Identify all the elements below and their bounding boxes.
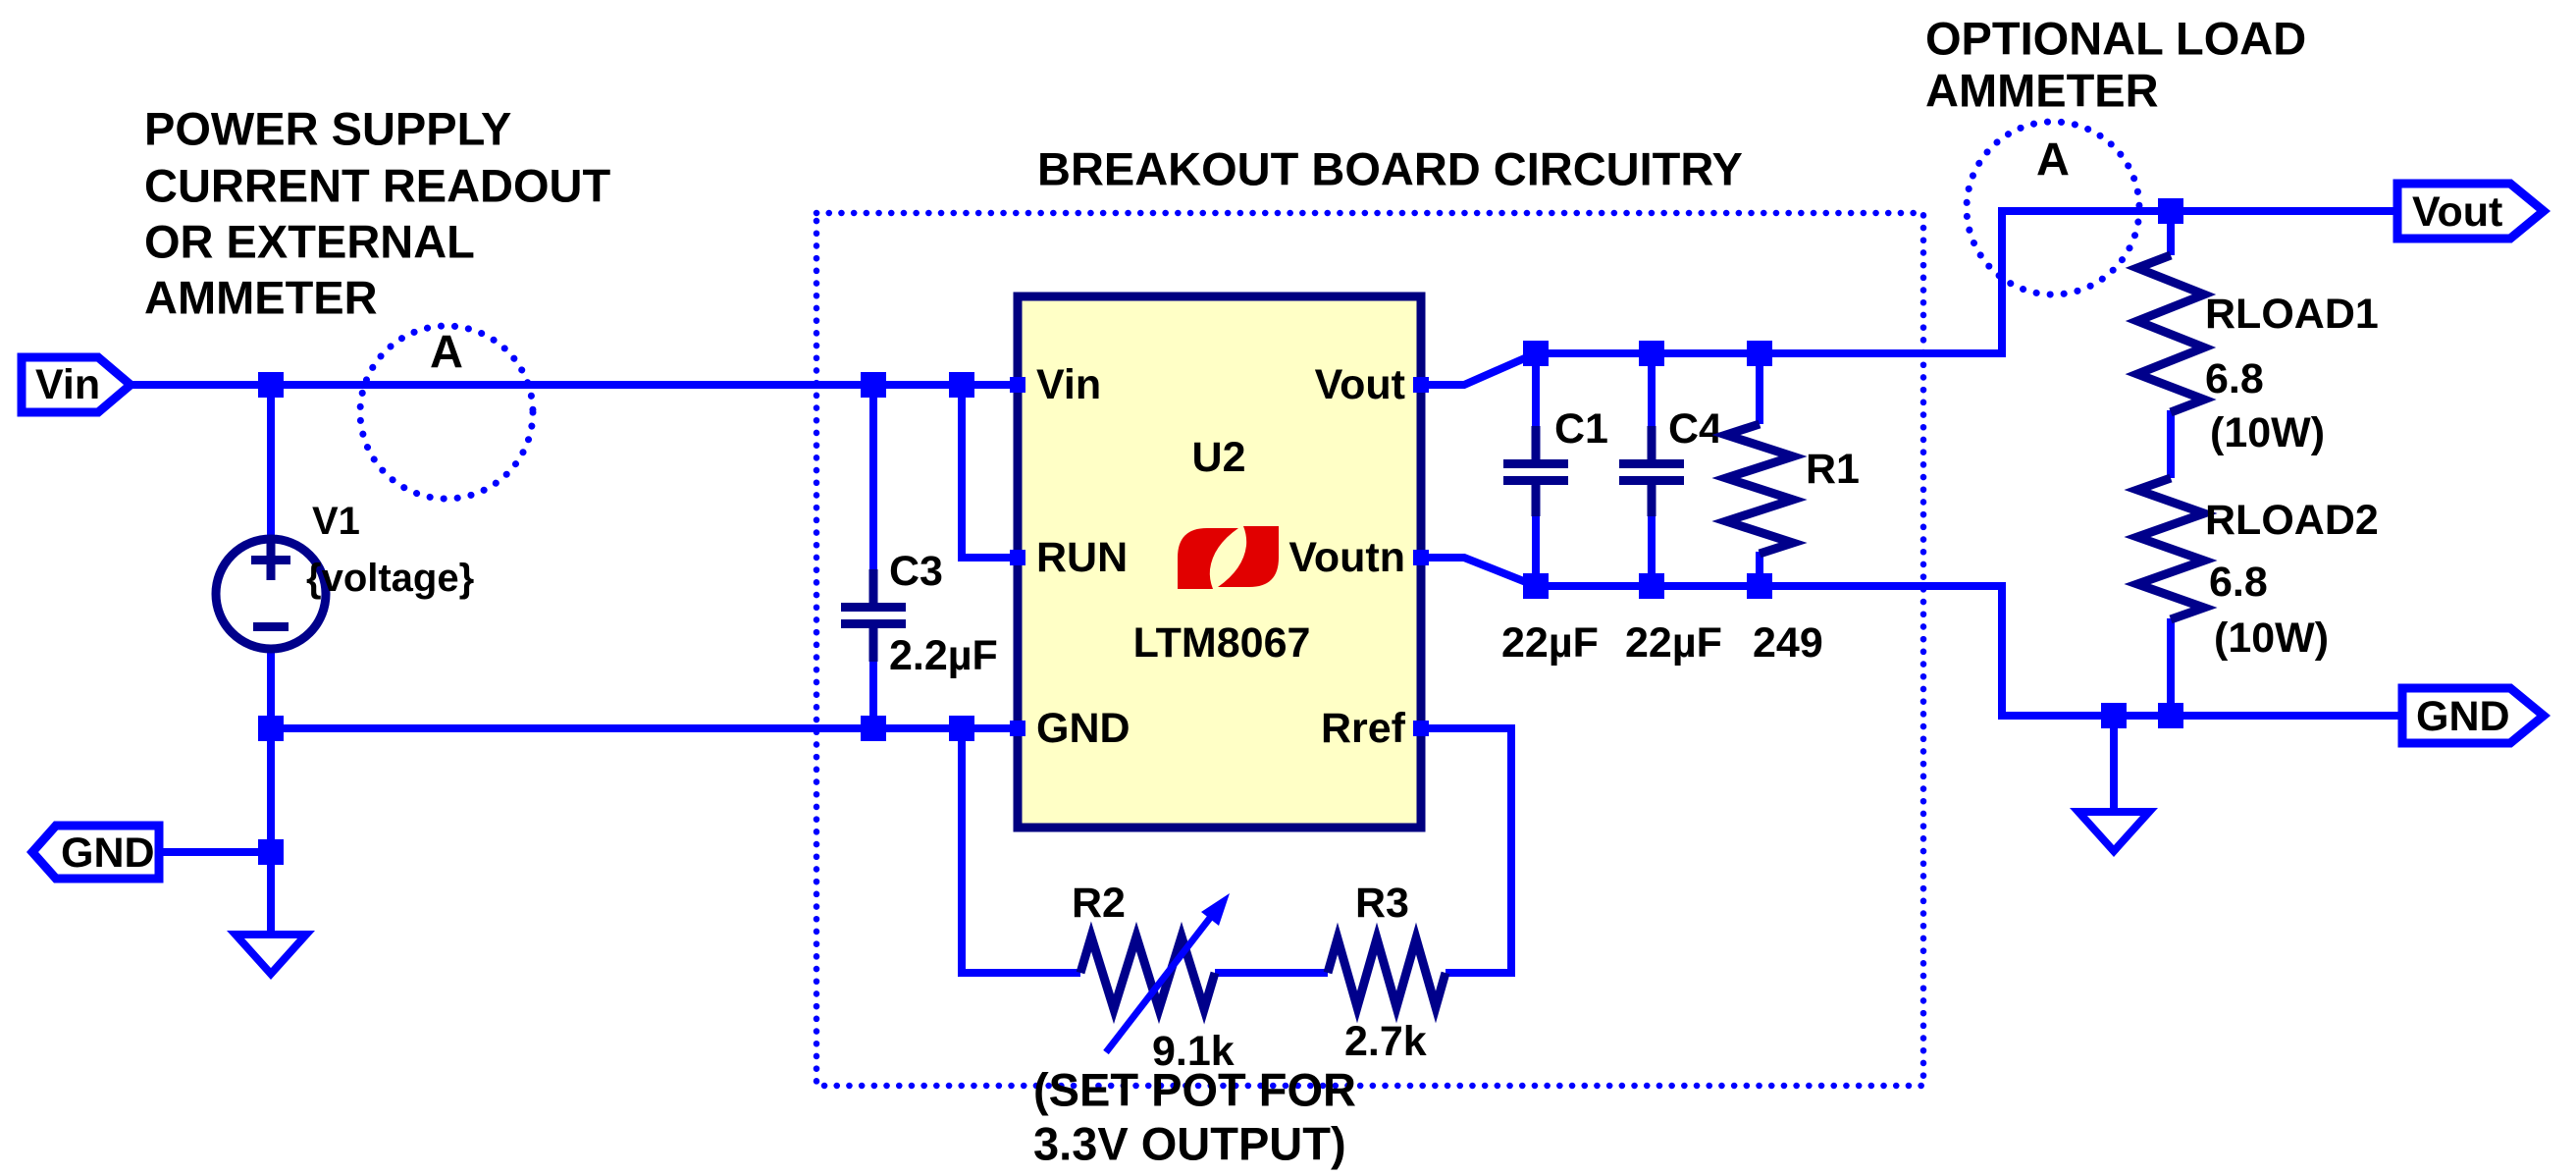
power-supply-note-line2: CURRENT READOUT	[144, 160, 611, 212]
optional-load-line2: AMMETER	[1925, 65, 2159, 117]
capacitor-c4: C4 22µF	[1619, 405, 1722, 667]
c3-value: 2.2µF	[889, 632, 998, 679]
wire-loop-left	[958, 728, 1080, 977]
ground-symbol-right	[2070, 808, 2158, 857]
chip-ref: U2	[1192, 434, 1246, 481]
wire-loop-right	[1421, 724, 1515, 977]
pin-label-rref: Rref	[1321, 705, 1406, 752]
supply-ammeter-circle	[356, 322, 537, 503]
port-flag-vin: Vin	[17, 352, 137, 417]
resistor-r1: R1 249	[1711, 419, 1860, 667]
minus-icon	[253, 622, 289, 631]
ground-symbol-left	[227, 931, 315, 980]
chip-part-number: LTM8067	[1133, 619, 1311, 667]
pin-label-vin: Vin	[1036, 361, 1101, 408]
resistor-r3: R3 2.7k	[1323, 880, 1450, 1065]
port-flag-gnd-right: GND	[2397, 683, 2551, 748]
capacitor-c3: C3 2.2µF	[841, 548, 998, 679]
r3-value: 2.7k	[1344, 1018, 1427, 1065]
pin-label-vout: Vout	[1315, 361, 1405, 408]
rload2-ref: RLOAD2	[2205, 497, 2379, 544]
junction-dots	[258, 198, 2183, 865]
pin-label-gnd: GND	[1036, 705, 1130, 752]
power-supply-note-line3: OR EXTERNAL	[144, 216, 475, 268]
chip-pin-nubs	[1010, 377, 1429, 736]
lt-logo-icon	[1178, 526, 1279, 589]
r2-value: 9.1k	[1152, 1028, 1235, 1075]
resistor-rload2: RLOAD2 6.8 (10W)	[2124, 473, 2379, 662]
rload1-power: (10W)	[2210, 409, 2325, 456]
c4-ref: C4	[1668, 405, 1722, 453]
annotations: POWER SUPPLY CURRENT READOUT OR EXTERNAL…	[144, 13, 2306, 1170]
supply-ammeter: A	[356, 322, 537, 503]
load-ammeter-circle	[1963, 118, 2143, 298]
supply-ammeter-label: A	[430, 326, 463, 378]
plus-icon	[251, 540, 290, 580]
r3-ref: R3	[1355, 880, 1409, 927]
port-label-vin: Vin	[35, 361, 100, 408]
wire-voutn-slant	[1421, 554, 1538, 590]
port-label-gnd-right: GND	[2416, 693, 2510, 740]
wire-run-riser	[958, 385, 1018, 561]
set-pot-note-line1: (SET POT FOR	[1033, 1064, 1356, 1116]
breakout-board-title: BREAKOUT BOARD CIRCUITRY	[1037, 143, 1743, 195]
pin-label-voutn: Voutn	[1288, 534, 1405, 581]
power-supply-note-line1: POWER SUPPLY	[144, 103, 511, 155]
port-label-vout: Vout	[2412, 188, 2502, 236]
port-label-gnd-left: GND	[61, 829, 155, 877]
load-ammeter-label: A	[2036, 134, 2070, 186]
rload1-value: 6.8	[2205, 355, 2264, 402]
set-pot-note-line2: 3.3V OUTPUT)	[1033, 1118, 1346, 1170]
resistor-rload1: RLOAD1 6.8 (10W)	[2125, 250, 2379, 456]
resistor-r2-pot: R2 9.1k	[1072, 880, 1235, 1075]
capacitor-c1: C1 22µF	[1501, 405, 1608, 667]
voltage-source-circle	[211, 534, 331, 654]
pot-arrow-icon	[1103, 893, 1230, 1055]
c4-value: 22µF	[1625, 619, 1722, 667]
c1-value: 22µF	[1501, 619, 1599, 667]
wire-vout-slant	[1421, 349, 1538, 389]
power-supply-note-line4: AMMETER	[144, 272, 378, 324]
optional-load-line1: OPTIONAL LOAD	[1925, 13, 2306, 65]
c3-ref: C3	[889, 548, 943, 595]
load-ammeter: A	[1963, 118, 2143, 298]
voltage-source-v1: V1 {voltage}	[211, 500, 474, 654]
rload2-value: 6.8	[2209, 559, 2268, 606]
chip-u2: Vin RUN GND Vout Voutn Rref U2 LTM8067	[1010, 292, 1429, 832]
r1-value: 249	[1753, 619, 1823, 667]
pin-label-run: RUN	[1036, 534, 1128, 581]
v1-value: {voltage}	[306, 557, 474, 600]
r2-ref: R2	[1072, 880, 1126, 927]
r1-ref: R1	[1806, 446, 1860, 493]
rload1-ref: RLOAD1	[2205, 291, 2379, 338]
c1-ref: C1	[1554, 405, 1608, 453]
rload2-power: (10W)	[2214, 615, 2329, 662]
v1-ref: V1	[312, 500, 360, 543]
wires	[128, 207, 2402, 977]
breakout-board-outline	[813, 209, 1927, 1090]
port-flag-gnd-left: GND	[26, 821, 164, 883]
port-flag-vout: Vout	[2392, 179, 2551, 243]
